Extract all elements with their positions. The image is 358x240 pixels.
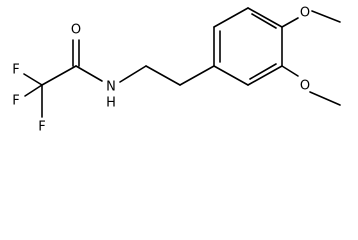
ring-bond-6 [213,65,249,86]
ring-inner-double-top [251,13,277,29]
bond-o-methyl-top [311,10,341,23]
ring-bond-5 [247,65,283,86]
atom-label-hydrogen-amide: H [106,96,116,111]
bond-cf3-f-top [23,73,43,86]
bond-ch2-ring [179,65,215,86]
ring-bond-3 [247,7,283,28]
atom-label-oxygen-methoxy-bottom: O [300,79,310,94]
bond-cf3-f-left [24,84,43,97]
atom-label-oxygen-methoxy-top: O [300,6,310,21]
bond-o-methyl-bottom [309,91,341,106]
bond-n-ch2 [119,65,147,83]
bond-carbonyl-n [75,65,103,82]
bond-ring-o-methoxy-top [281,17,299,28]
atom-label-fluorine-bottom: F [38,120,45,135]
molecule-structure-diagram: F F F O N H O O [12,6,341,135]
atom-label-fluorine-top: F [12,63,19,78]
ring-inner-double-bottom [249,63,277,80]
atom-label-fluorine-left: F [12,94,19,109]
ring-bond-2 [213,7,249,28]
bond-cf3-carbonyl [41,65,77,86]
atom-label-nitrogen-amide: N [106,80,116,95]
atom-label-oxygen-carbonyl: O [71,23,81,38]
bond-ring-o-methoxy-bottom [281,65,299,77]
bond-ch2-ch2 [145,65,181,86]
